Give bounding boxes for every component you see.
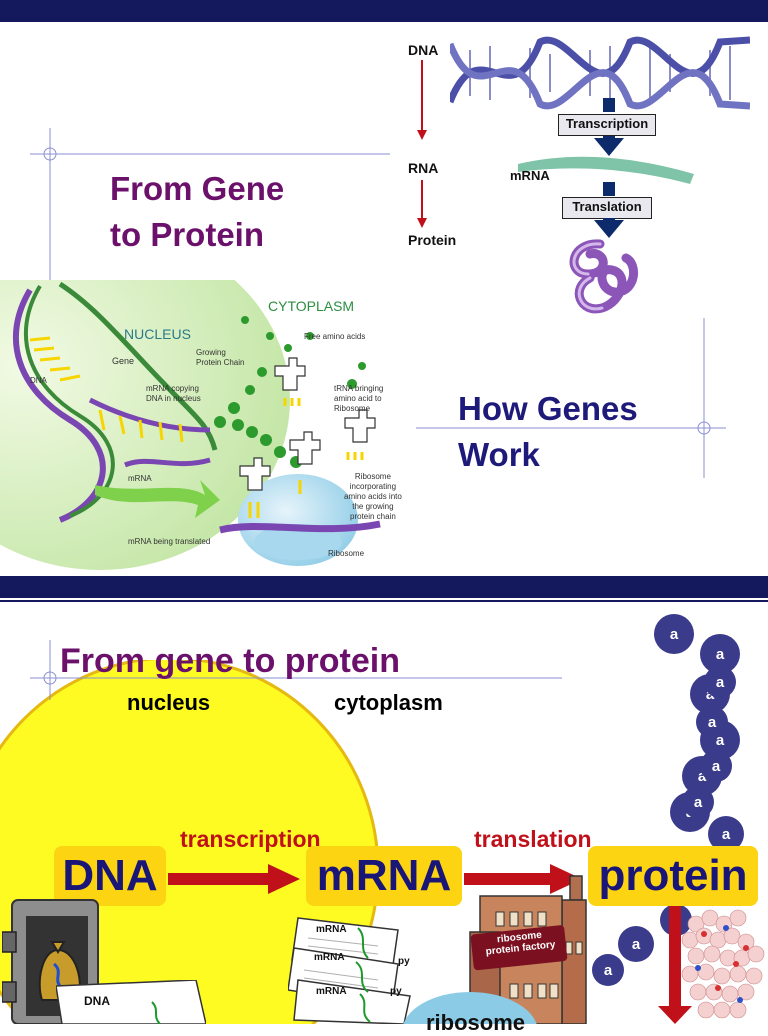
amino-acid-bead: a (696, 706, 728, 738)
mrna-copying-label: mRNA copying DNA in nucleus (146, 384, 201, 403)
crosshair-decoration-left (30, 128, 390, 288)
doc-mrna-label: mRNA (316, 924, 347, 935)
amino-acid-bead: a (700, 750, 732, 782)
amino-acid-bead: a (592, 954, 624, 986)
nucleus-label: NUCLEUS (124, 326, 191, 342)
protein-box: protein (588, 846, 758, 906)
dna-cell-label: DNA (30, 376, 47, 385)
translation-label: Translation (572, 199, 642, 214)
slide1-title: From Gene to Protein (110, 170, 285, 253)
free-amino-label: Free amino acids (304, 332, 366, 341)
doc-mrna-label: mRNA (314, 952, 345, 963)
ribosome-cell-label: Ribosome (328, 549, 365, 558)
middle-bar-line (0, 598, 768, 600)
translation-arrow-label: translation (474, 826, 592, 852)
slide1-subtitle: How Genes Work (458, 390, 638, 473)
crosshair-decoration-slide2 (30, 640, 562, 700)
down-arrow-icon (658, 906, 692, 1024)
gene-label: Gene (112, 356, 135, 366)
protein-coil-icon (569, 239, 638, 314)
cell-diagram (0, 280, 381, 570)
nucleus-heading: nucleus (127, 690, 211, 715)
amino-acid-bead: a (618, 926, 654, 962)
right-arrow-icon (168, 864, 300, 894)
mrna-box: mRNA (306, 846, 462, 906)
document-stack-icon (288, 917, 411, 1024)
ribosome-incorporating-label: Ribosome incorporating amino acids into … (344, 472, 402, 521)
mrna-cell-label: mRNA (128, 474, 152, 483)
amino-acid-bead: a (682, 786, 714, 818)
trna-label: tRNA bringing amino acid to Ribosome (334, 384, 384, 413)
doc-copy-label: py (398, 956, 410, 967)
amino-acid-bead: a (700, 634, 740, 674)
slide2-title: From gene to protein (60, 642, 400, 680)
doc-dna-label: DNA (84, 994, 110, 1008)
transcription-label: Transcription (565, 116, 649, 131)
mrna-translated-label: mRNA being translated (128, 537, 211, 546)
dna-document-icon (56, 980, 206, 1024)
dogma-rna-label: RNA (408, 160, 439, 176)
cytoplasm-label: CYTOPLASM (268, 298, 355, 314)
dogma-protein-label: Protein (408, 232, 457, 248)
right-arrow-icon (464, 864, 582, 894)
middle-bar (0, 576, 768, 602)
dogma-red-arrows (417, 60, 427, 228)
transcription-arrow-label: transcription (180, 826, 321, 852)
dna-box: DNA (54, 846, 166, 906)
protein-structure-icon (681, 909, 765, 1019)
ribosome-ellipse (403, 992, 537, 1024)
cytoplasm-heading: cytoplasm (334, 690, 443, 715)
down-arrow-icon (594, 182, 624, 238)
top-bar (0, 0, 768, 22)
dna-double-helix-icon (450, 36, 750, 110)
amino-acid-bead: a (704, 666, 736, 698)
dogma-mrna-label: mRNA (510, 168, 550, 183)
doc-mrna-label: mRNA (316, 986, 347, 997)
amino-acid-bead: a (654, 614, 694, 654)
doc-copy-label: py (390, 986, 402, 997)
mrna-strand-icon (518, 156, 694, 184)
transcription-label-box (558, 114, 656, 136)
crosshair-decoration-right (416, 318, 726, 478)
growing-chain-label: Growing Protein Chain (196, 348, 245, 367)
top-bar-line (0, 22, 768, 25)
ribosome-label: ribosome (426, 1010, 526, 1035)
down-arrow-icon (594, 98, 624, 156)
dogma-dna-label: DNA (408, 42, 439, 58)
